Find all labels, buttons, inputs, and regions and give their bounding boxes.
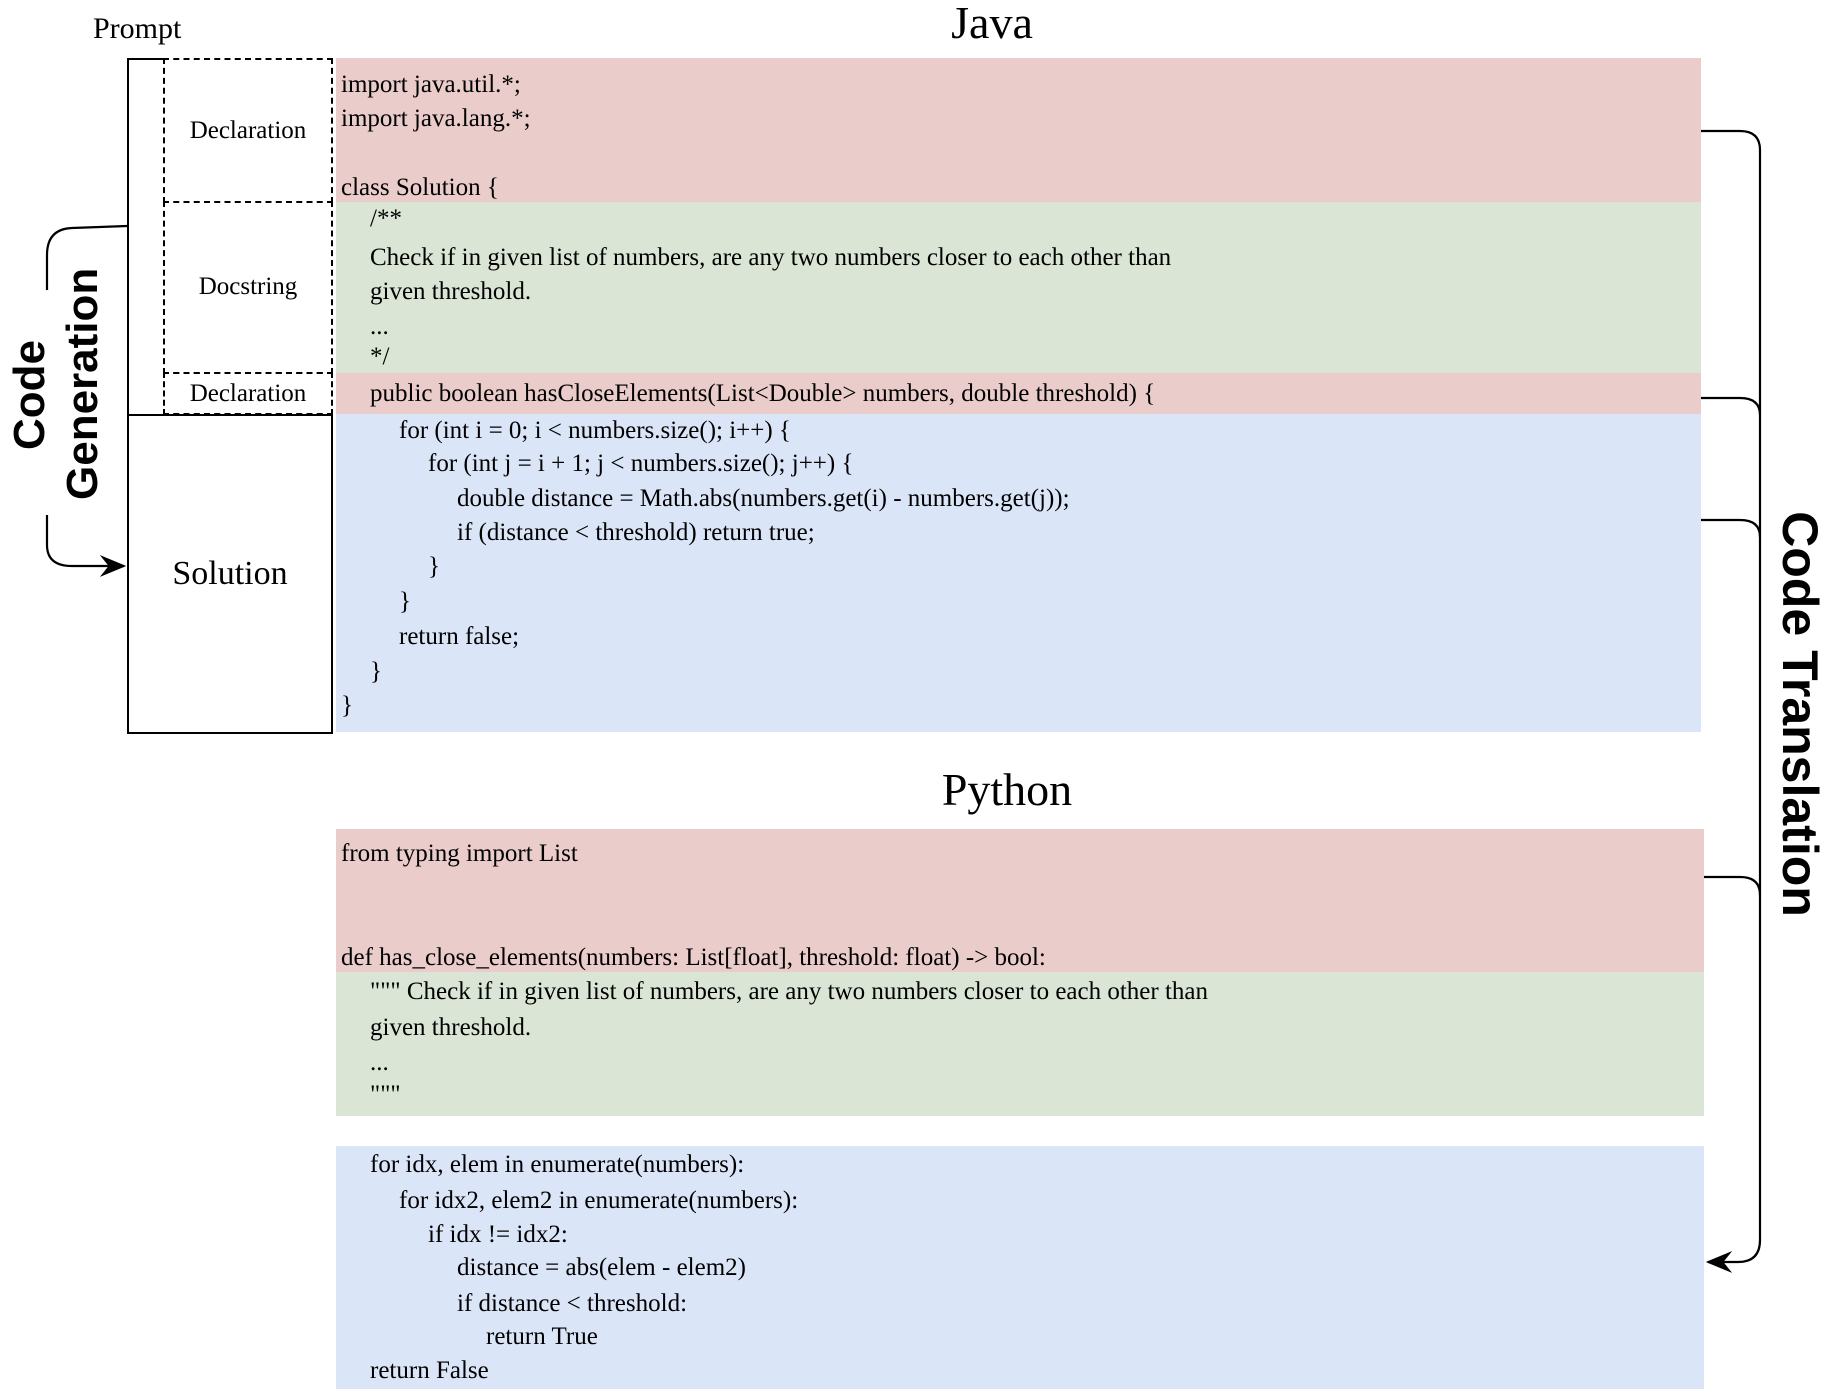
python-code-line: return False — [370, 1357, 489, 1384]
java-code-line: } — [428, 553, 440, 580]
python-code-line: def has_close_elements(numbers: List[flo… — [341, 944, 1046, 971]
java-solution-band — [336, 414, 1701, 732]
java-code-line: } — [399, 588, 411, 615]
python-code-line: for idx, elem in enumerate(numbers): — [370, 1151, 745, 1178]
prompt-label: Prompt — [93, 12, 182, 45]
java-code-line: if (distance < threshold) return true; — [457, 519, 815, 546]
translation-branch-1 — [1701, 129, 1762, 151]
java-code-line: } — [341, 692, 353, 719]
python-code-line: from typing import List — [341, 840, 578, 867]
java-code-line: return false; — [399, 623, 520, 650]
translation-branch-4 — [1704, 875, 1762, 896]
java-code-line: public boolean hasCloseElements(List<Dou… — [370, 380, 1156, 407]
python-code-line: if idx != idx2: — [428, 1221, 568, 1248]
java-code-line: Check if in given list of numbers, are a… — [370, 244, 1172, 271]
java-docstring-band — [336, 202, 1701, 373]
prompt-box — [127, 58, 165, 414]
code-generation-arrow — [45, 224, 127, 566]
python-docstring-band — [336, 972, 1704, 1116]
python-code-line: """ Check if in given list of numbers, a… — [370, 978, 1209, 1005]
python-code-line: """ — [370, 1081, 401, 1108]
segment-declaration-top: Declaration — [163, 58, 333, 203]
java-code-line: } — [370, 658, 382, 685]
python-code-line: distance = abs(elem - elem2) — [457, 1254, 746, 1281]
translation-branch-3 — [1701, 518, 1762, 538]
java-code-line: import java.util.*; — [341, 71, 521, 98]
java-declaration-band-2 — [336, 373, 1701, 414]
python-code-line: ... — [370, 1049, 389, 1076]
translation-branch-2 — [1701, 396, 1762, 416]
java-code-line: for (int j = i + 1; j < numbers.size(); … — [428, 450, 854, 477]
python-code-line: given threshold. — [370, 1014, 532, 1041]
java-code-line: ... — [370, 313, 389, 340]
python-declaration-band — [336, 829, 1704, 972]
java-code-line: double distance = Math.abs(numbers.get(i… — [457, 485, 1070, 512]
python-code-line: for idx2, elem2 in enumerate(numbers): — [399, 1187, 799, 1214]
java-code-line: */ — [370, 343, 390, 370]
python-title: Python — [941, 764, 1073, 815]
python-code-line: return True — [486, 1323, 598, 1350]
code-translation-arrow — [1705, 150, 1762, 1273]
python-code-line: if distance < threshold: — [457, 1290, 688, 1317]
java-code-line: given threshold. — [370, 278, 532, 305]
java-code-line: for (int i = 0; i < numbers.size(); i++)… — [399, 417, 791, 444]
java-declaration-band — [336, 58, 1701, 202]
java-code-line: class Solution { — [341, 174, 499, 201]
java-code-line: import java.lang.*; — [341, 105, 531, 132]
java-title: Java — [951, 0, 1033, 48]
java-code-line: /** — [370, 205, 402, 232]
python-solution-band — [336, 1146, 1704, 1389]
